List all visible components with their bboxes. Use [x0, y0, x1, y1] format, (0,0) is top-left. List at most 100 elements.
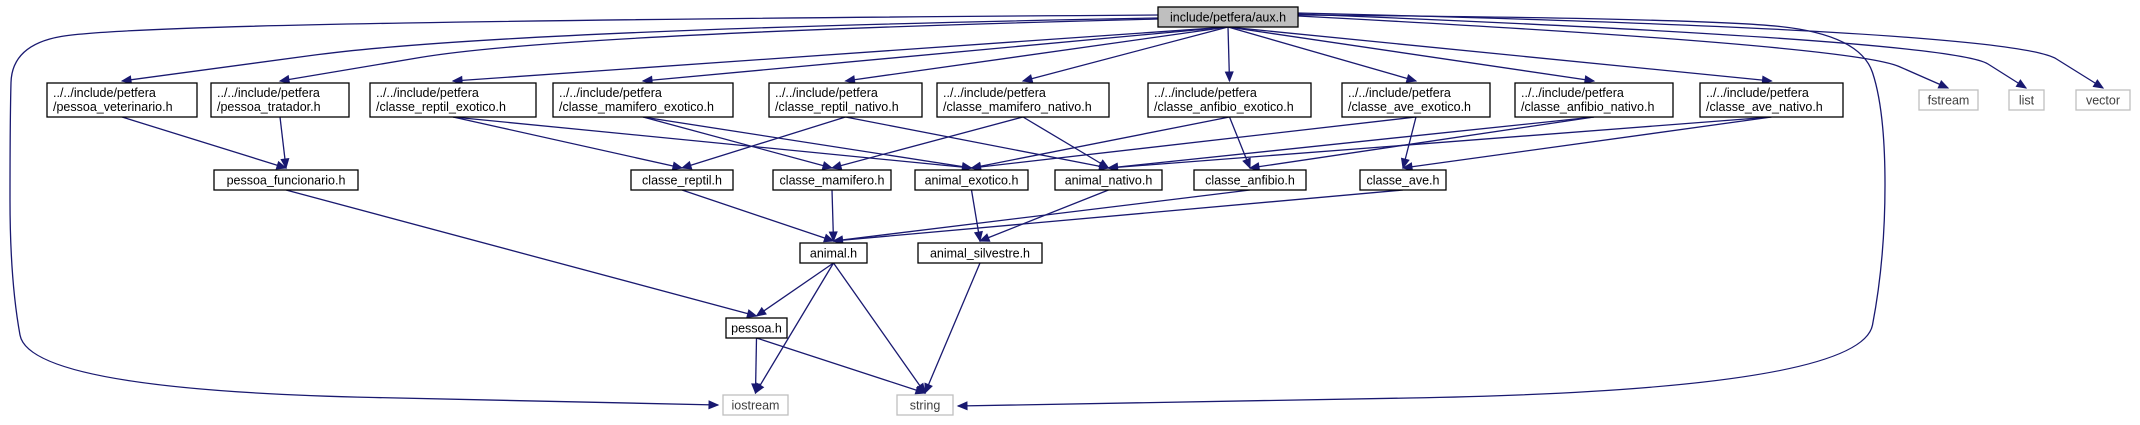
node-rep-exo[interactable]: ../../include/petfera/classe_reptil_exot…	[369, 82, 537, 118]
edge-aux-to-string	[956, 14, 1886, 411]
node-pessoa[interactable]: pessoa.h	[725, 317, 788, 339]
node-label-line: iostream	[732, 399, 780, 413]
edge-cl-ave-to-animal	[832, 189, 1404, 245]
node-pet-trat[interactable]: ../../include/petfera/pessoa_tratador.h	[210, 82, 350, 118]
edge-ave-nat-to-cl-ave	[1401, 116, 1772, 172]
edge-line	[642, 26, 1229, 82]
node-pes-func[interactable]: pessoa_funcionario.h	[213, 169, 359, 191]
edge-arrowhead	[973, 230, 983, 243]
edge-aux-to-ave-nat	[1227, 26, 1773, 85]
edge-ave-exo-to-an-exo	[970, 116, 1417, 172]
edge-line	[979, 189, 1109, 242]
edge-line	[1022, 26, 1229, 82]
node-box	[1147, 82, 1312, 118]
node-vector: vector	[2075, 89, 2131, 111]
node-rep-nat[interactable]: ../../include/petfera/classe_reptil_nati…	[768, 82, 923, 118]
node-ave-nat[interactable]: ../../include/petfera/classe_ave_nativo.…	[1699, 82, 1844, 118]
edge-pessoa-to-iostream	[751, 337, 761, 395]
edge-line	[833, 189, 1251, 242]
node-box	[552, 82, 734, 118]
node-label-line: pessoa.h	[731, 322, 782, 336]
node-cl-ave[interactable]: classe_ave.h	[1359, 169, 1447, 191]
node-label-line: classe_ave.h	[1367, 174, 1440, 188]
node-list: list	[2008, 89, 2045, 111]
edge-pet-vet-to-pes-func	[121, 116, 288, 170]
node-box	[630, 169, 734, 191]
edge-line	[845, 116, 1109, 169]
node-mam-nat[interactable]: ../../include/petfera/classe_mamifero_na…	[936, 82, 1110, 118]
node-label-line: ../../include/petfera	[1348, 86, 1451, 100]
edge-aux-to-pet-trat	[278, 18, 1159, 84]
edge-line	[452, 116, 683, 169]
edge-arrowhead	[961, 162, 973, 172]
edge-arrowhead	[978, 233, 991, 242]
node-string: string	[896, 394, 954, 416]
edge-arrowhead	[821, 161, 834, 170]
node-label-line: /classe_mamifero_exotico.h	[559, 100, 714, 114]
node-box	[725, 317, 788, 339]
node-box	[210, 82, 350, 118]
node-label-line: /classe_ave_exotico.h	[1348, 100, 1471, 114]
node-an-exo[interactable]: animal_exotico.h	[914, 169, 1029, 191]
node-box	[2008, 89, 2045, 111]
edge-line	[1297, 15, 1949, 89]
edge-mam-exo-to-cl-mam	[642, 116, 834, 170]
edge-line	[681, 116, 846, 169]
node-label-line: /pessoa_veterinario.h	[53, 100, 173, 114]
edge-line	[121, 116, 287, 169]
node-box	[917, 242, 1043, 264]
node-an-silv[interactable]: animal_silvestre.h	[917, 242, 1043, 264]
node-label-line: ../../include/petfera	[1706, 86, 1809, 100]
edge-line	[1402, 116, 1772, 169]
edge-line	[1227, 26, 1772, 82]
edge-line	[957, 14, 1886, 407]
node-label-line: ../../include/petfera	[1154, 86, 1257, 100]
node-label-line: classe_mamifero.h	[780, 174, 885, 188]
edge-line	[681, 189, 834, 242]
edge-aux-to-mam-nat	[1021, 26, 1229, 83]
edge-arrowhead	[1242, 157, 1251, 170]
edge-arrowhead	[1098, 159, 1110, 169]
edge-line	[1297, 12, 2104, 89]
node-cl-mam[interactable]: classe_mamifero.h	[772, 169, 892, 191]
edge-line	[845, 26, 1229, 82]
edge-anf-exo-to-cl-anf	[1228, 116, 1251, 170]
node-anf-exo[interactable]: ../../include/petfera/classe_anfibio_exo…	[1147, 82, 1312, 118]
node-ave-exo[interactable]: ../../include/petfera/classe_ave_exotico…	[1341, 82, 1491, 118]
node-label-line: ../../include/petfera	[1521, 86, 1624, 100]
node-label-line: animal.h	[810, 247, 857, 261]
node-box	[1699, 82, 1844, 118]
node-label-line: ../../include/petfera	[217, 86, 320, 100]
edge-arrowhead	[914, 385, 927, 395]
edge-line	[452, 116, 972, 169]
node-label-line: classe_reptil.h	[642, 174, 722, 188]
edge-line	[452, 26, 1229, 82]
edge-aux-to-mam-exo	[641, 26, 1229, 85]
node-label-line: animal_silvestre.h	[930, 247, 1030, 261]
node-cl-rep[interactable]: classe_reptil.h	[630, 169, 734, 191]
edge-cl-rep-to-animal	[681, 189, 835, 243]
edge-line	[832, 262, 926, 394]
node-cl-anf[interactable]: classe_anfibio.h	[1193, 169, 1307, 191]
node-anf-nat[interactable]: ../../include/petfera/classe_anfibio_nat…	[1514, 82, 1674, 118]
node-label-line: classe_anfibio.h	[1205, 174, 1295, 188]
node-label-line: ../../include/petfera	[53, 86, 156, 100]
edge-line	[754, 262, 835, 394]
edge-arrowhead	[1937, 80, 1950, 89]
edge-arrowhead	[708, 400, 720, 410]
node-label-line: ../../include/petfera	[559, 86, 662, 100]
node-label-line: ../../include/petfera	[943, 86, 1046, 100]
edge-arrowhead	[1583, 75, 1596, 85]
node-aux[interactable]: include/petfera/aux.h	[1157, 6, 1299, 28]
edge-aux-to-pet-vet	[120, 17, 1159, 85]
edge-an-nat-to-an-silv	[978, 189, 1109, 242]
node-pet-vet[interactable]: ../../include/petfera/pessoa_veterinario…	[46, 82, 198, 118]
node-animal[interactable]: animal.h	[799, 242, 868, 264]
node-mam-exo[interactable]: ../../include/petfera/classe_mamifero_ex…	[552, 82, 734, 118]
edge-line	[756, 262, 834, 317]
node-an-nat[interactable]: animal_nativo.h	[1054, 169, 1163, 191]
edge-arrowhead	[680, 160, 693, 170]
edge-line	[1249, 116, 1595, 169]
edge-cl-mam-to-animal	[828, 189, 838, 243]
